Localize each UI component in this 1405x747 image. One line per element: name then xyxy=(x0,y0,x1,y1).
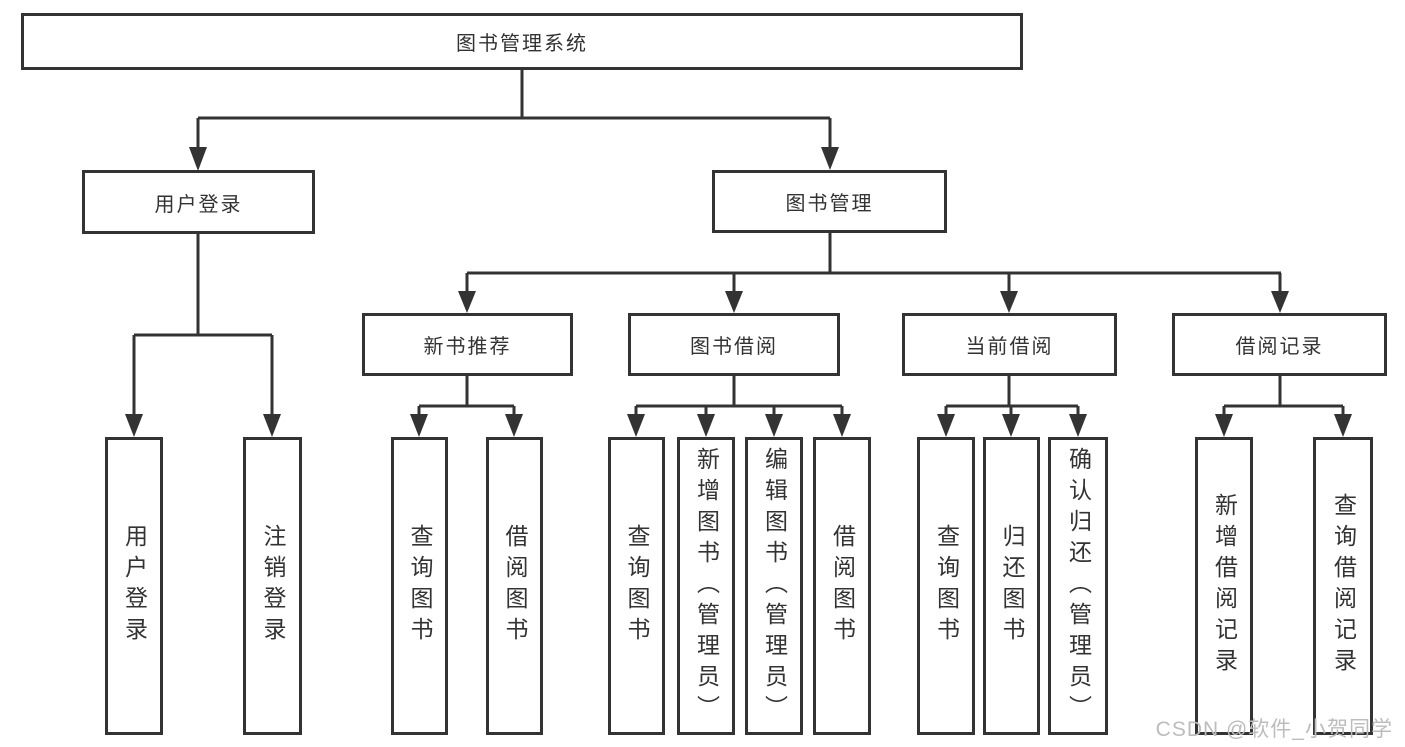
node-leaf-user-login: 用户登录 xyxy=(105,437,163,735)
node-leaf-add-borrow-record: 新增借阅记录 xyxy=(1195,437,1253,735)
node-leaf-query-borrow-record: 查询借阅记录 xyxy=(1313,437,1373,735)
tree-edges xyxy=(132,70,1345,418)
node-label: 借阅图书 xyxy=(829,524,856,648)
node-borrowing-records: 借阅记录 xyxy=(1172,313,1387,376)
arrow-down-icons xyxy=(125,147,1352,437)
node-book-borrowing: 图书借阅 xyxy=(628,313,840,376)
node-label: 归还图书 xyxy=(999,524,1025,648)
node-label: 借阅图书 xyxy=(502,524,528,648)
node-leaf-logout: 注销登录 xyxy=(243,437,302,735)
node-leaf-return-book: 归还图书 xyxy=(983,437,1040,735)
node-leaf-confirm-return-admin: 确认归还（管理员） xyxy=(1048,437,1108,735)
node-label: 编辑图书（管理员） xyxy=(761,446,788,726)
csdn-watermark: CSDN @软件_小贺同学 xyxy=(1155,718,1393,741)
node-label: 用户登录 xyxy=(121,524,148,648)
node-current-borrowing: 当前借阅 xyxy=(902,313,1117,376)
node-new-book-recommend: 新书推荐 xyxy=(362,313,573,376)
node-label: 查询借阅记录 xyxy=(1330,493,1357,679)
node-leaf-edit-book-admin: 编辑图书（管理员） xyxy=(745,437,803,735)
node-root: 图书管理系统 xyxy=(21,13,1023,70)
node-label: 新增借阅记录 xyxy=(1211,493,1238,679)
node-leaf-borrow-books-recommend: 借阅图书 xyxy=(486,437,543,735)
node-leaf-query-books-current: 查询图书 xyxy=(917,437,975,735)
node-label: 查询图书 xyxy=(624,524,650,648)
node-label: 注销登录 xyxy=(260,524,286,648)
node-leaf-borrow-books: 借阅图书 xyxy=(813,437,871,735)
node-book-management: 图书管理 xyxy=(712,170,947,233)
node-leaf-add-book-admin: 新增图书（管理员） xyxy=(677,437,735,735)
node-leaf-query-books-recommend: 查询图书 xyxy=(391,437,448,735)
node-leaf-query-books-borrow: 查询图书 xyxy=(608,437,665,735)
node-label: 确认归还（管理员） xyxy=(1065,446,1092,726)
node-label: 查询图书 xyxy=(933,524,960,648)
node-label: 查询图书 xyxy=(407,524,433,648)
node-label: 新增图书（管理员） xyxy=(693,446,720,726)
node-user-login: 用户登录 xyxy=(82,170,315,234)
